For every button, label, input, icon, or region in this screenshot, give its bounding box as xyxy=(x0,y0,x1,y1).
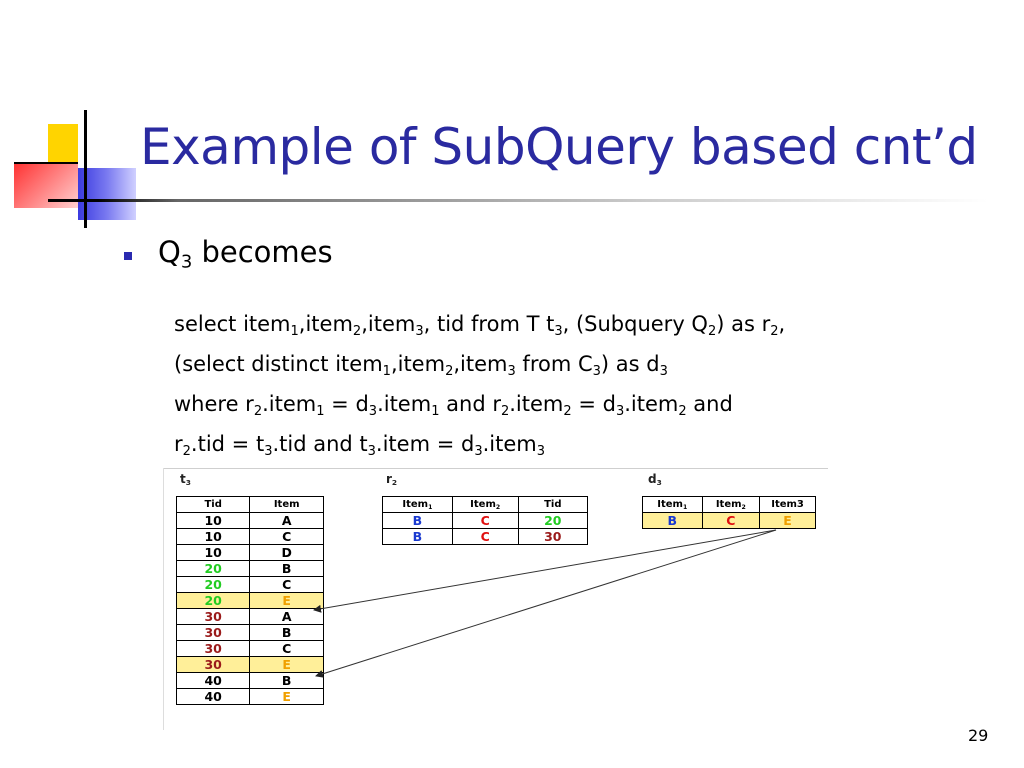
sql-line-1: select item1,item2,item3, tid from T t3,… xyxy=(174,312,786,339)
table-cell: 30 xyxy=(175,608,251,625)
table-cell: E xyxy=(249,688,324,705)
table-cell: C xyxy=(701,512,761,529)
table-cell: 30 xyxy=(175,656,251,673)
table-cell: C xyxy=(451,528,519,545)
title-divider xyxy=(48,199,988,202)
figure-left-border xyxy=(163,468,164,730)
slide-title: Example of SubQuery based cnt’d xyxy=(140,118,978,176)
table-cell: 40 xyxy=(175,688,251,705)
deco-horizontal-line xyxy=(14,162,78,164)
deco-blue-square xyxy=(78,168,136,220)
page-number: 29 xyxy=(968,726,989,745)
table-d3-label: d3 xyxy=(648,472,662,488)
deco-vertical-line xyxy=(84,110,87,228)
bullet-q-sub: 3 xyxy=(180,251,193,273)
table-cell: E xyxy=(759,512,816,529)
sql-line-3: where r2.item1 = d3.item1 and r2.item2 =… xyxy=(174,392,733,419)
sql-line-4: r2.tid = t3.tid and t3.item = d3.item3 xyxy=(174,432,546,459)
bullet-q: Q xyxy=(158,235,181,269)
table-cell: E xyxy=(249,592,324,609)
table-cell: 20 xyxy=(175,576,251,593)
table-cell: B xyxy=(642,512,703,529)
table-cell: 30 xyxy=(175,640,251,657)
bullet-square-icon xyxy=(124,252,132,260)
table-r2-label: r2 xyxy=(386,472,398,488)
table-t3-label: t3 xyxy=(180,472,191,488)
bullet-text: Q3 becomes xyxy=(158,235,333,273)
table-cell: 30 xyxy=(517,528,589,545)
sql-line-2: (select distinct item1,item2,item3 from … xyxy=(174,352,668,379)
sql-code-block: select item1,item2,item3, tid from T t3,… xyxy=(174,304,785,464)
arrow-to-row-20e xyxy=(313,529,777,613)
table-cell: 20 xyxy=(517,512,589,529)
arrow-to-row-30e xyxy=(315,529,777,678)
bullet-rest: becomes xyxy=(192,235,333,269)
figure-top-border xyxy=(163,468,828,469)
table-cell: 30 xyxy=(175,624,251,641)
